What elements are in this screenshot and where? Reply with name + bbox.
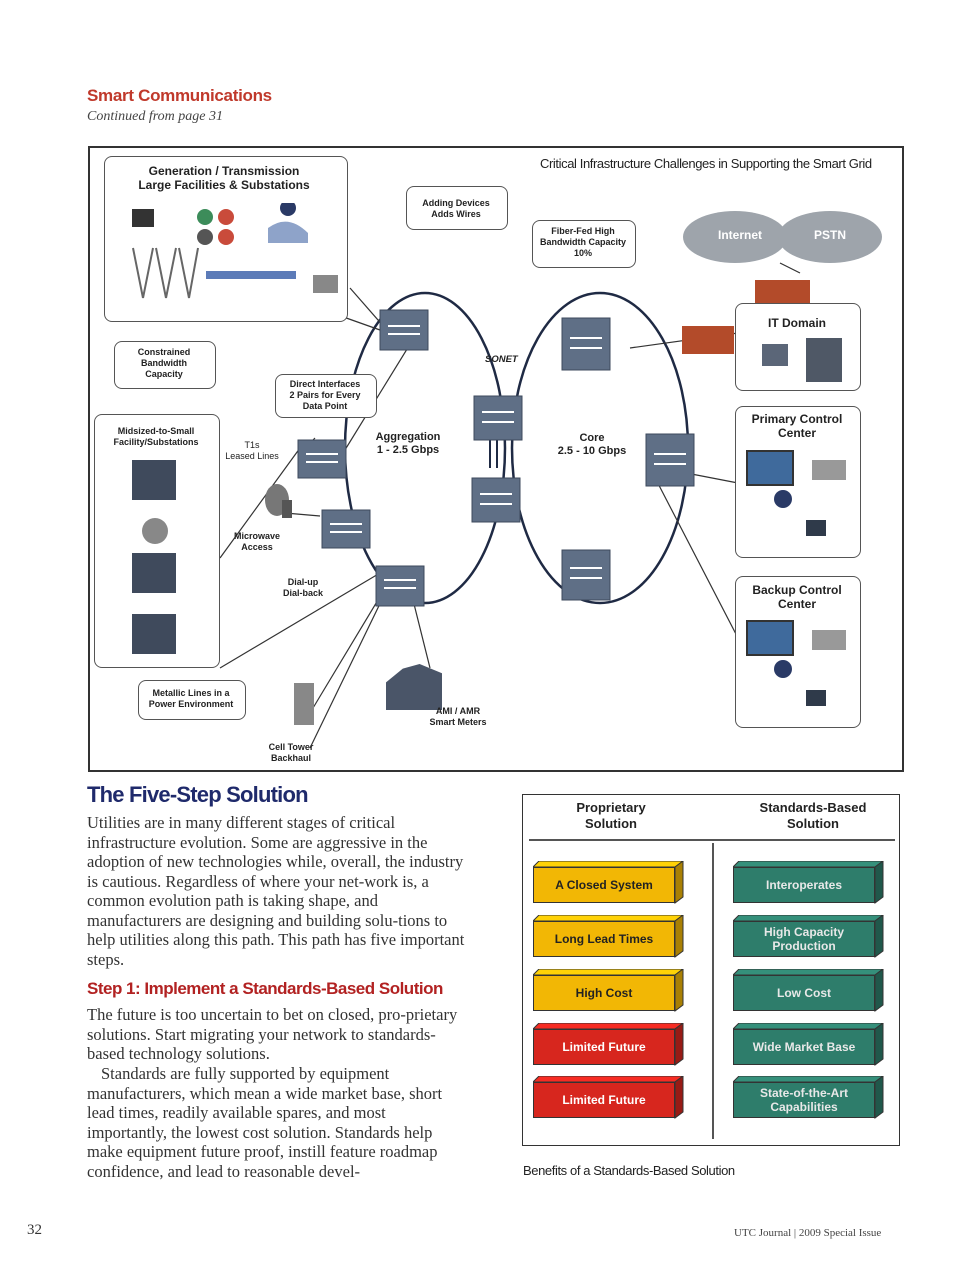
section-title: Smart Communications (87, 86, 272, 105)
dialup-label: Dial-up Dial-back (282, 577, 324, 598)
midsized-label: Midsized-to-Small Facility/Substations (113, 426, 199, 447)
standards-label: Interoperates (733, 867, 875, 903)
step1-paragraph-2: Standards are fully supported by equipme… (87, 1064, 443, 1181)
firewall-icon (755, 280, 810, 304)
building-icon (132, 614, 176, 654)
monitor-icon (746, 450, 794, 486)
core-label: Core 2.5 - 10 Gbps (557, 432, 627, 458)
direct-interfaces-label: Direct Interfaces 2 Pairs for Every Data… (289, 379, 361, 411)
cloud-icons (683, 211, 882, 263)
server-icon (762, 344, 788, 366)
adding-devices-callout (406, 186, 508, 230)
proprietary-box-5: Limited Future (533, 1076, 684, 1119)
proprietary-label: Limited Future (533, 1082, 675, 1118)
constrained-label: Constrained Bandwidth Capacity (137, 347, 191, 379)
proprietary-box-1: A Closed System (533, 861, 684, 904)
t1s-label: T1s Leased Lines (225, 440, 279, 461)
generation-label: Generation / Transmission Large Faciliti… (138, 164, 310, 193)
adding-devices-label: Adding Devices Adds Wires (422, 198, 490, 219)
proprietary-box-3: High Cost (533, 969, 684, 1012)
firewall-icon (682, 326, 734, 354)
article-heading: The Five-Step Solution (87, 782, 309, 807)
ami-label: AMI / AMR Smart Meters (429, 706, 487, 727)
comparison-table: Proprietary Solution Standards-Based Sol… (522, 794, 900, 1146)
step1-heading: Step 1: Implement a Standards-Based Solu… (87, 979, 443, 998)
article-intro: Utilities are in many different stages o… (87, 813, 465, 969)
proprietary-label: A Closed System (533, 867, 675, 903)
standards-label: Wide Market Base (733, 1029, 875, 1065)
metallic-label: Metallic Lines in a Power Environment (148, 688, 234, 709)
standards-label: High Capacity Production (733, 921, 875, 957)
it-domain-label: IT Domain (767, 316, 826, 330)
journal-name: UTC Journal | 2009 Special Issue (734, 1227, 882, 1239)
proprietary-label: Long Lead Times (533, 921, 675, 957)
microwave-label: Microwave Access (233, 531, 281, 552)
internet-label: Internet (717, 228, 762, 242)
sonet-label: SONET (485, 354, 518, 365)
proprietary-label: Limited Future (533, 1029, 675, 1065)
phone-icon (812, 460, 846, 480)
pstn-label: PSTN (813, 228, 846, 242)
aggregation-label: Aggregation 1 - 2.5 Gbps (375, 431, 441, 457)
figure-title: Critical Infrastructure Challenges in Su… (540, 156, 872, 171)
generation-icons (132, 203, 338, 299)
proprietary-header: Proprietary Solution (576, 800, 646, 831)
standards-box-2: High Capacity Production (733, 915, 884, 958)
person-icon (774, 490, 792, 508)
network-diagram: Critical Infrastructure Challenges in Su… (88, 146, 904, 772)
page-number: 32 (27, 1222, 42, 1238)
standards-label: State-of-the-Art Capabilities (733, 1082, 875, 1118)
cell-tower-label: Cell Tower Backhaul (268, 742, 314, 763)
monitor-icon (746, 620, 794, 656)
standards-box-1: Interoperates (733, 861, 884, 904)
standards-label: Low Cost (733, 975, 875, 1011)
standards-header: Standards-Based Solution (759, 800, 867, 831)
header-divider (529, 839, 895, 841)
constrained-callout (114, 341, 216, 389)
proprietary-box-2: Long Lead Times (533, 915, 684, 958)
person-icon (774, 660, 792, 678)
building-icon (132, 553, 176, 593)
primary-control-label: Primary Control Center (751, 412, 843, 441)
standards-box-5: State-of-the-Art Capabilities (733, 1076, 884, 1119)
standards-box-3: Low Cost (733, 969, 884, 1012)
step1-paragraph-1: The future is too uncertain to bet on cl… (87, 1005, 458, 1063)
metallic-callout (138, 680, 246, 720)
server-icon (806, 338, 842, 382)
backup-control-label: Backup Control Center (752, 583, 842, 612)
network-icon (806, 520, 826, 536)
building-icon (132, 460, 176, 500)
fiber-fed-callout (532, 220, 636, 268)
dish-icon (142, 518, 168, 544)
phone-icon (812, 630, 846, 650)
switch-icons (265, 309, 695, 607)
proprietary-label: High Cost (533, 975, 675, 1011)
table-caption: Benefits of a Standards-Based Solution (523, 1163, 735, 1178)
continued-note: Continued from page 31 (87, 109, 223, 124)
cell-tower-icon (294, 683, 314, 725)
network-icon (806, 690, 826, 706)
proprietary-box-4: Limited Future (533, 1023, 684, 1066)
standards-box-4: Wide Market Base (733, 1023, 884, 1066)
fiber-fed-label: Fiber-Fed High Bandwidth Capacity 10% (539, 226, 626, 258)
direct-interfaces-callout (275, 374, 377, 418)
column-divider (712, 843, 714, 1139)
primary-control-box (735, 406, 861, 558)
